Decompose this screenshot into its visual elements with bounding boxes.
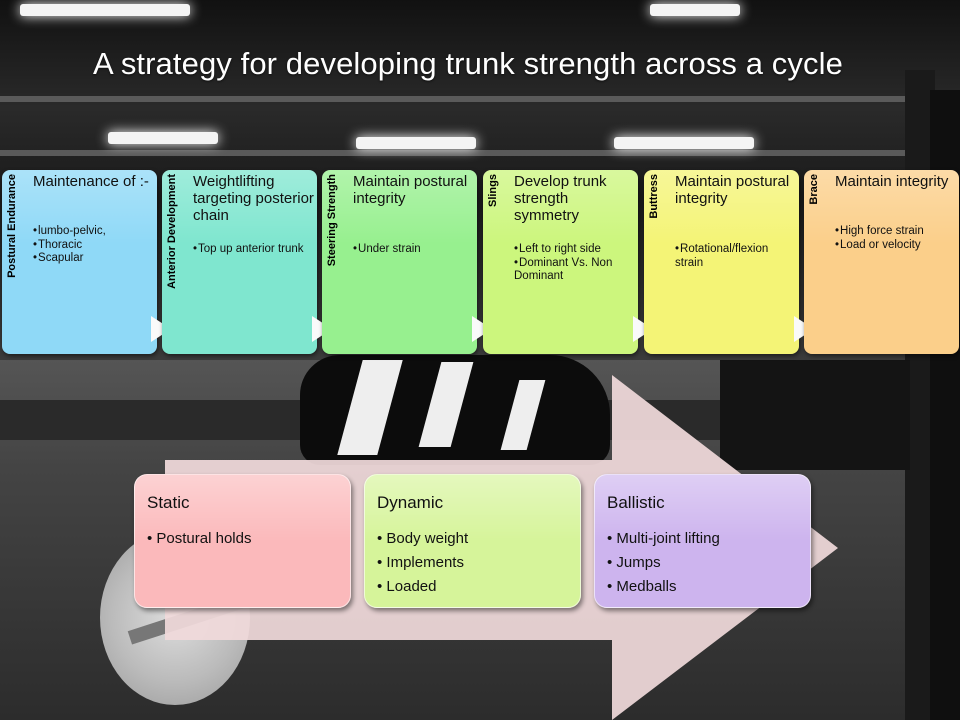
phase-points: •Under strain	[353, 243, 475, 257]
phase-heading: Develop trunk strength symmetry	[514, 173, 607, 224]
phase-label: Slings	[487, 174, 499, 208]
stage-box-ballistic: Ballistic • Multi-joint lifting • Jumps …	[594, 474, 811, 608]
phase-label: Buttress	[648, 174, 660, 219]
phase-card-postural-endurance: Postural Endurance Maintenance of :- •lu…	[2, 170, 157, 354]
phase-label-strip: Brace	[804, 170, 828, 354]
stage-point: • Medballs	[607, 578, 677, 595]
phase-point: •Left to right side	[514, 243, 601, 255]
phase-points: •Rotational/flexion strain	[675, 243, 797, 270]
page-title: A strategy for developing trunk strength…	[93, 46, 843, 81]
weight-rack	[720, 360, 910, 470]
phase-heading: Maintain integrity	[835, 173, 949, 190]
stage-name: Ballistic	[607, 493, 665, 512]
phase-card-brace: Brace Maintain integrity •High force str…	[804, 170, 959, 354]
ceiling-light	[650, 4, 740, 16]
phase-point: •lumbo-pelvic,	[33, 225, 106, 237]
stage-points: • Body weight • Implements • Loaded	[377, 527, 468, 599]
phase-label-strip: Steering Strength	[322, 170, 346, 354]
phase-heading: Weightlifting targeting posterior chain	[193, 173, 314, 224]
phase-heading: Maintain postural integrity	[353, 173, 468, 207]
phase-point: •Load or velocity	[835, 238, 921, 251]
phase-label: Postural Endurance	[6, 174, 18, 278]
phase-point: •Top up anterior trunk	[193, 243, 304, 255]
stage-point: • Loaded	[377, 578, 437, 595]
phase-label: Anterior Development	[166, 174, 178, 289]
phase-card-buttress: Buttress Maintain postural integrity •Ro…	[644, 170, 799, 354]
stage-points: • Postural holds	[147, 527, 251, 551]
stage-name: Static	[147, 493, 190, 512]
ceiling-light	[108, 132, 218, 144]
stage-point: • Implements	[377, 554, 464, 571]
ceiling-light	[356, 137, 476, 149]
phase-card-slings: Slings Develop trunk strength symmetry •…	[483, 170, 638, 354]
stage-box-dynamic: Dynamic • Body weight • Implements • Loa…	[364, 474, 581, 608]
stage-point: • Multi-joint lifting	[607, 530, 720, 547]
phase-label: Brace	[808, 174, 820, 205]
phase-points: •Left to right side •Dominant Vs. Non Do…	[514, 243, 636, 284]
stage-point: • Jumps	[607, 554, 661, 571]
stage-points: • Multi-joint lifting • Jumps • Medballs	[607, 527, 720, 599]
phase-label-strip: Buttress	[644, 170, 668, 354]
phase-label-strip: Anterior Development	[162, 170, 186, 354]
stage-box-static: Static • Postural holds	[134, 474, 351, 608]
phase-label: Steering Strength	[326, 174, 338, 267]
phase-points: •lumbo-pelvic, •Thoracic •Scapular	[33, 225, 155, 266]
ceiling-light	[614, 137, 754, 149]
phase-point: •Thoracic	[33, 238, 83, 251]
ceiling-beam	[0, 96, 960, 102]
phase-heading: Maintain postural integrity	[675, 173, 790, 207]
stage-point: • Body weight	[377, 530, 469, 547]
phase-card-anterior-development: Anterior Development Weightlifting targe…	[162, 170, 317, 354]
ceiling-beam	[0, 150, 960, 156]
phase-point: •Rotational/flexion strain	[675, 243, 769, 269]
phase-point: •High force strain	[835, 225, 924, 237]
phase-card-steering-strength: Steering Strength Maintain postural inte…	[322, 170, 477, 354]
phase-heading: Maintenance of :-	[33, 173, 149, 190]
phase-point: •Dominant Vs. Non Dominant	[514, 256, 613, 283]
phase-point: •Scapular	[33, 252, 84, 264]
stage-point: • Postural holds	[147, 530, 252, 547]
gym-ceiling	[0, 0, 960, 360]
phase-points: •High force strain •Load or velocity	[835, 225, 957, 252]
phase-points: •Top up anterior trunk	[193, 243, 315, 257]
ceiling-light	[20, 4, 190, 16]
stage-name: Dynamic	[377, 493, 444, 512]
phase-point: •Under strain	[353, 243, 421, 255]
phase-label-strip: Slings	[483, 170, 507, 354]
phase-label-strip: Postural Endurance	[2, 170, 26, 354]
